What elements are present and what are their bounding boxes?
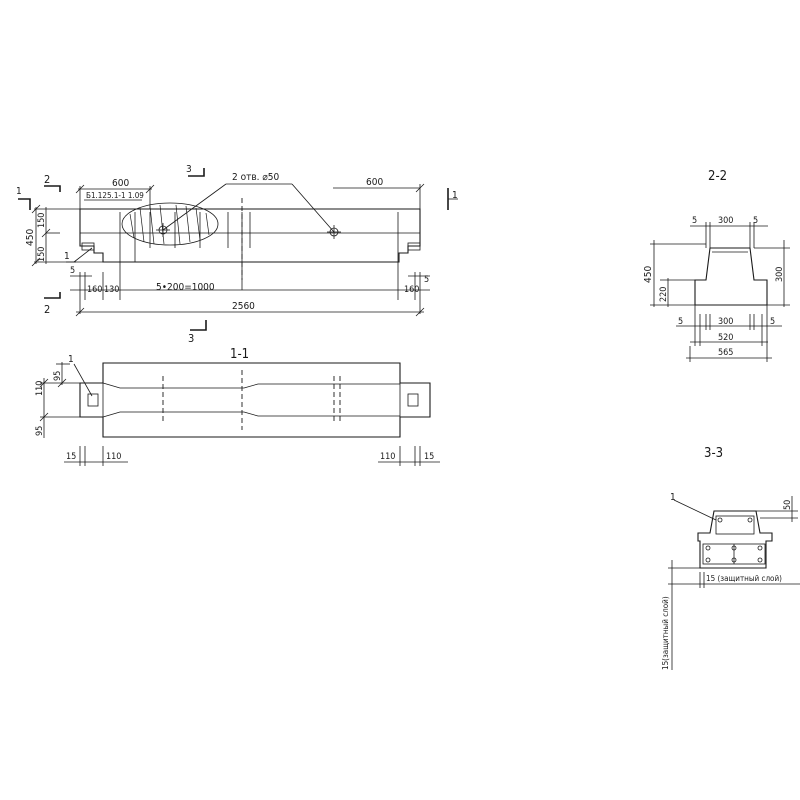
dim-height-left: 450 150 150: [25, 204, 103, 267]
s22-top-5-right: 5: [753, 216, 758, 226]
s22-top-5-left: 5: [692, 216, 697, 226]
s33-cover-vertical: 15(защитный слой): [661, 596, 670, 670]
elevation-view: 2 отв. ⌀50 600 Б1.125.1-1 1.09 600: [25, 172, 430, 317]
section-2-2-outline: [694, 247, 768, 306]
plan-dims-bottom: 15 110 110 15: [64, 446, 440, 466]
plan-leader-1: [73, 363, 93, 397]
plan-leader-1-label: 1: [68, 354, 74, 365]
cut-mark-2-bottom: [44, 292, 61, 299]
section-3-3: 3-3 1 50 15 (защитный слой) 15(защитный …: [661, 446, 800, 670]
s33-inner-web: [715, 515, 755, 535]
s22-bot-5-right: 5: [770, 317, 775, 327]
plan-dim-15-left: 15: [66, 452, 76, 462]
plan-outline: [79, 362, 431, 438]
s22-width-520: 520: [718, 333, 733, 343]
plan-dims-left: 110 95 95: [35, 362, 82, 438]
s33-dim-50: 50: [783, 500, 793, 510]
plan-dim-15-right: 15: [424, 452, 434, 462]
dim-600-right: 600: [333, 177, 425, 209]
dim-5-right: 5: [424, 275, 429, 285]
svg-text:2: 2: [44, 303, 50, 316]
svg-text:1: 1: [452, 190, 458, 201]
s22-bot-5-left: 5: [678, 317, 683, 327]
svg-text:3: 3: [188, 332, 194, 345]
dim-130: 130: [104, 285, 119, 295]
hole-leader-left: [162, 183, 227, 231]
svg-text:600: 600: [366, 177, 383, 188]
end-plate-right: [407, 242, 421, 251]
detail-ellipse: [121, 202, 219, 246]
dim-5-left: 5: [70, 266, 75, 276]
dim-bottom-row: 5 5 160 130 160 5•200=1000 2560: [70, 262, 430, 317]
height-bottom: 150: [37, 247, 47, 262]
plan-plate-left: [87, 393, 99, 407]
s33-cover-horizontal: 15 (защитный слой): [706, 574, 782, 583]
dim-spacing: 5•200=1000: [156, 282, 215, 293]
section-2-2: 2-2 5 300 5 450 220 300: [643, 169, 790, 362]
cut-mark-2-top: [44, 185, 61, 192]
plan-title: 1-1: [230, 347, 249, 362]
height-top: 150: [37, 213, 47, 228]
hole-leader-right: [291, 183, 335, 233]
svg-text:1: 1: [16, 186, 22, 197]
s33-leader-1: [673, 499, 717, 521]
end-plate-left: [81, 242, 95, 251]
cut-mark-1-left: [18, 198, 31, 210]
plan-web-top: [102, 382, 400, 389]
plan-web-bottom: [102, 411, 400, 418]
leader-1-elevation: [73, 247, 93, 263]
s22-height-450: 450: [643, 266, 654, 283]
s22-bot-300: 300: [718, 317, 733, 327]
dim-160-left: 160: [87, 285, 102, 295]
dim-160-right: 160: [404, 285, 419, 295]
height-total: 450: [25, 229, 36, 246]
leader-1-label: 1: [64, 251, 70, 262]
svg-text:2: 2: [44, 173, 50, 186]
cut-mark-3-bottom: [190, 320, 207, 331]
plan-plate-right: [407, 393, 419, 407]
plan-dim-110: 110: [35, 381, 45, 396]
section-3-3-outline: [697, 510, 773, 569]
holes-note: 2 отв. ⌀50: [232, 172, 279, 183]
cut-marks: 1 1 2 2 3 3: [16, 164, 458, 345]
svg-text:3: 3: [186, 164, 192, 175]
section-2-2-title: 2-2: [708, 169, 727, 184]
cut-mark-3-top: [188, 168, 205, 177]
plan-dim-110-right: 110: [380, 452, 395, 462]
plan-dim-110-left: 110: [106, 452, 121, 462]
ref-note: Б1.125.1-1 1.09: [86, 191, 144, 200]
dim-600-left: 600: [75, 178, 155, 209]
plan-dim-95-bottom: 95: [35, 426, 45, 436]
s22-height-220: 220: [659, 287, 669, 302]
s22-top-300: 300: [718, 216, 733, 226]
svg-text:600: 600: [112, 178, 129, 189]
s22-width-565: 565: [718, 348, 733, 358]
plan-view-1-1: 1-1 1 110 95 95: [35, 347, 440, 466]
s22-height-300: 300: [775, 267, 785, 282]
detail-hatching: [129, 204, 210, 245]
s33-leader-1-label: 1: [670, 492, 676, 503]
dim-length: 2560: [232, 301, 255, 312]
section-3-3-title: 3-3: [704, 446, 723, 461]
plan-dim-95-top: 95: [53, 371, 63, 381]
